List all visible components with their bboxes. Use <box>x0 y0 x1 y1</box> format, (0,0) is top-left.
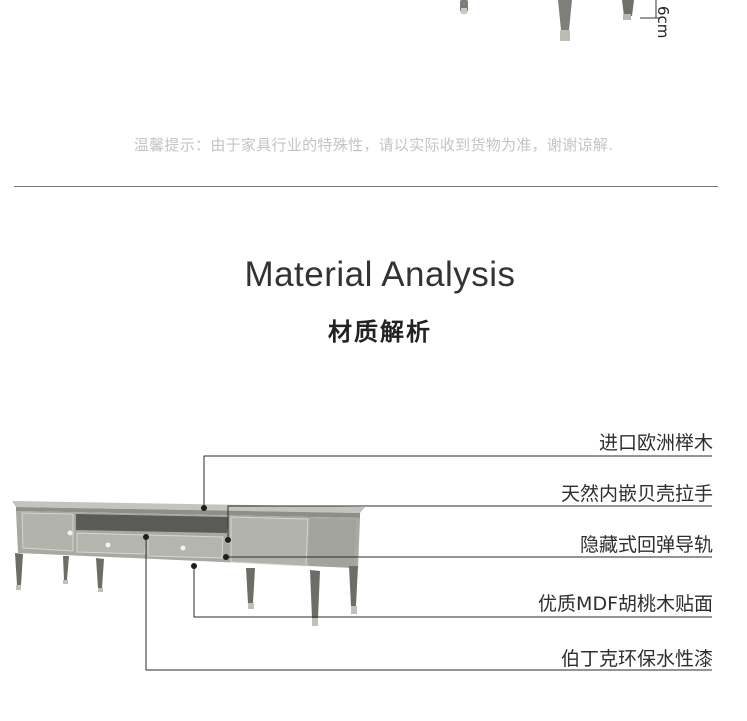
tv-cabinet-illustration <box>12 501 365 626</box>
callout-label-shell-handle: 天然内嵌贝壳拉手 <box>560 483 713 505</box>
callout-label-beech-wood: 进口欧洲榉木 <box>598 432 713 454</box>
top-legs-illustration <box>460 0 634 41</box>
section-title-cn: 材质解析 <box>328 318 432 346</box>
callout-lines <box>145 455 712 671</box>
callout-label-water-paint: 伯丁克环保水性漆 <box>560 648 713 670</box>
callout-dots <box>143 505 231 569</box>
section-divider <box>14 186 718 187</box>
callout-label-walnut-veneer: 优质MDF胡桃木贴面 <box>538 593 713 615</box>
dimension-bracket <box>640 0 660 19</box>
dimension-label: 6cm <box>654 6 672 39</box>
notice-text: 温馨提示：由于家具行业的特殊性，请以实际收到货物为准，谢谢谅解. <box>133 136 614 154</box>
callout-label-rebound-rail: 隐藏式回弹导轨 <box>579 534 713 556</box>
section-title-en: Material Analysis <box>244 255 516 294</box>
